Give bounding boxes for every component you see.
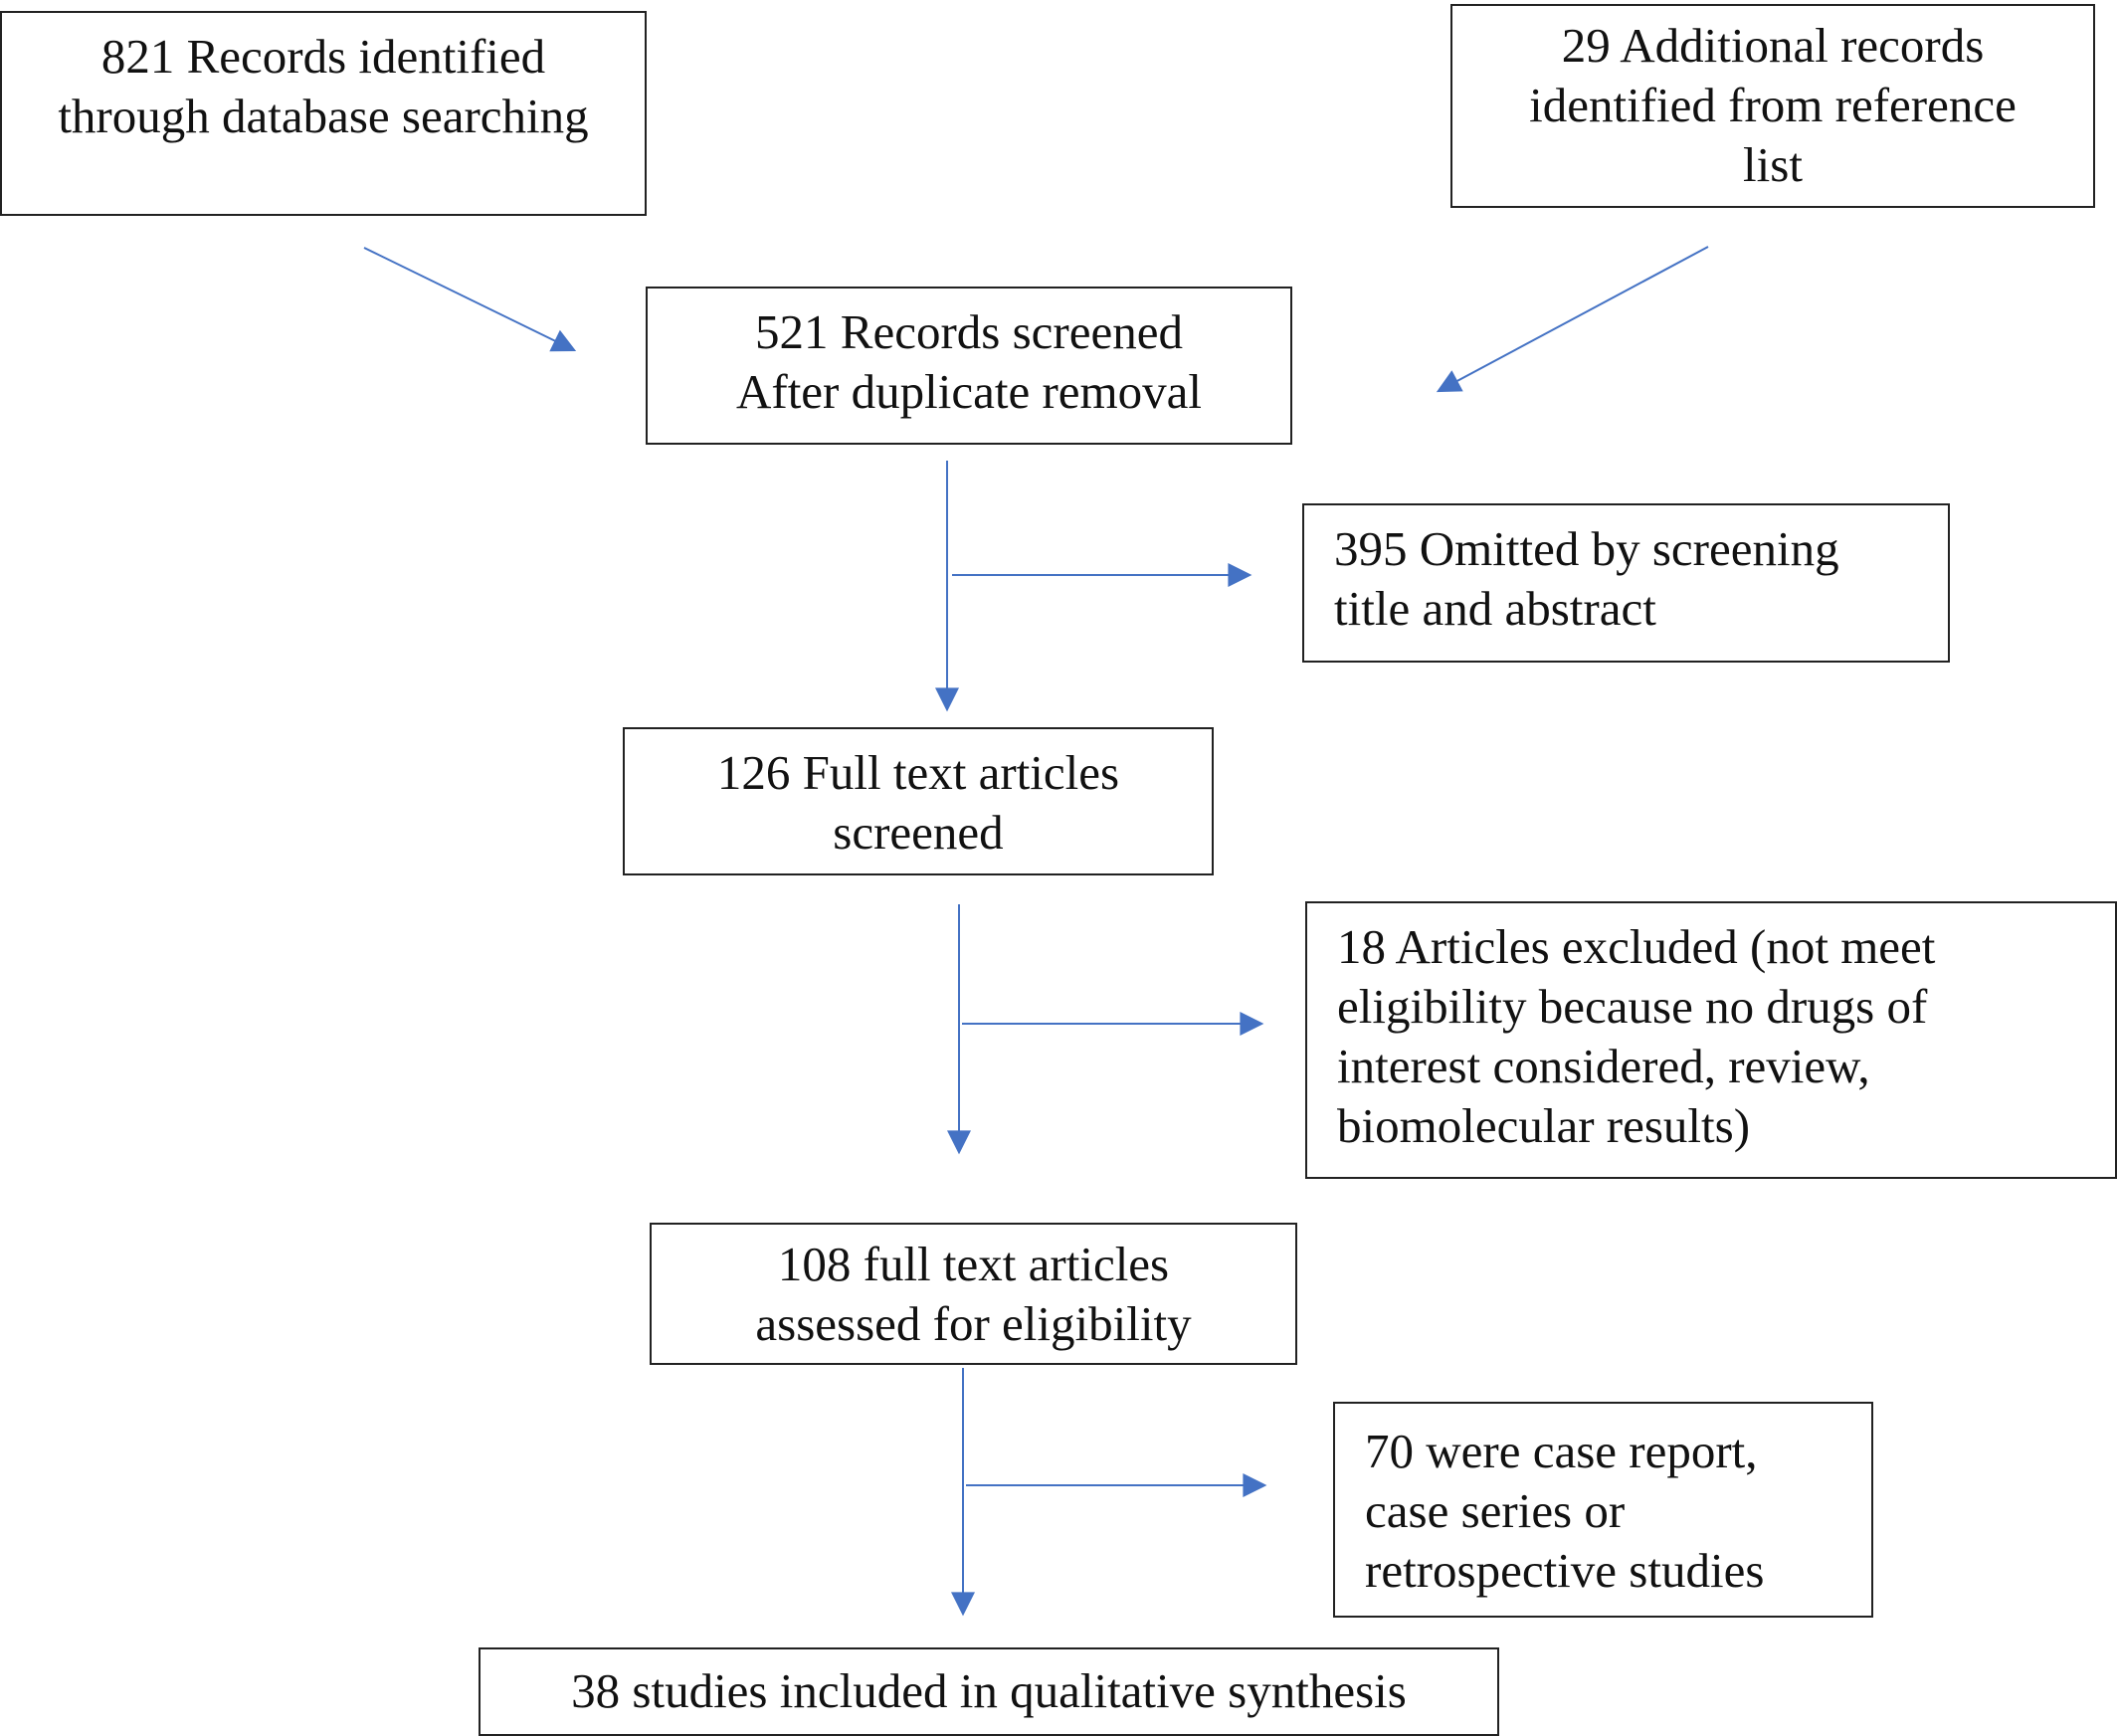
box-line: 70 were case report, bbox=[1365, 1424, 1758, 1478]
box-line: through database searching bbox=[58, 89, 589, 143]
box-additional-records: 29 Additional records identified from re… bbox=[1450, 4, 2095, 208]
box-assessed-eligibility: 108 full text articles assessed for elig… bbox=[650, 1223, 1297, 1365]
box-line: 29 Additional records bbox=[1561, 18, 1985, 73]
box-studies-included: 38 studies included in qualitative synth… bbox=[479, 1647, 1499, 1736]
box-line: 126 Full text articles bbox=[716, 745, 1120, 800]
box-fulltext-screened: 126 Full text articles screened bbox=[623, 727, 1214, 875]
box-line: biomolecular results) bbox=[1337, 1098, 1751, 1153]
box-line: 38 studies included in qualitative synth… bbox=[571, 1663, 1407, 1718]
box-omitted: 395 Omitted by screening title and abstr… bbox=[1302, 503, 1950, 663]
box-line: 395 Omitted by screening bbox=[1334, 521, 1839, 576]
box-line: 821 Records identified bbox=[100, 29, 546, 84]
box-line: 521 Records screened bbox=[755, 304, 1183, 359]
box-case-reports: 70 were case report, case series or retr… bbox=[1333, 1402, 1873, 1618]
box-line: interest considered, review, bbox=[1337, 1039, 1870, 1093]
box-line: 108 full text articles bbox=[777, 1237, 1170, 1291]
arrow-database-to-screened bbox=[363, 247, 577, 352]
box-line: eligibility because no drugs of bbox=[1337, 979, 1928, 1034]
box-line: 18 Articles excluded (not meet bbox=[1337, 919, 1936, 974]
box-line: retrospective studies bbox=[1365, 1543, 1765, 1598]
box-line: title and abstract bbox=[1334, 581, 1656, 636]
arrow-additional-to-screened bbox=[1436, 246, 1709, 393]
box-line: identified from reference bbox=[1529, 78, 2017, 132]
box-records-screened: 521 Records screened After duplicate rem… bbox=[646, 287, 1292, 445]
box-line: case series or bbox=[1365, 1483, 1626, 1538]
box-line: After duplicate removal bbox=[735, 364, 1202, 419]
box-database-records: 821 Records identified through database … bbox=[0, 11, 647, 216]
box-articles-excluded: 18 Articles excluded (not meet eligibili… bbox=[1305, 901, 2117, 1179]
box-line: assessed for eligibility bbox=[755, 1296, 1192, 1351]
box-line: list bbox=[1743, 137, 1803, 192]
box-line: screened bbox=[833, 805, 1004, 860]
